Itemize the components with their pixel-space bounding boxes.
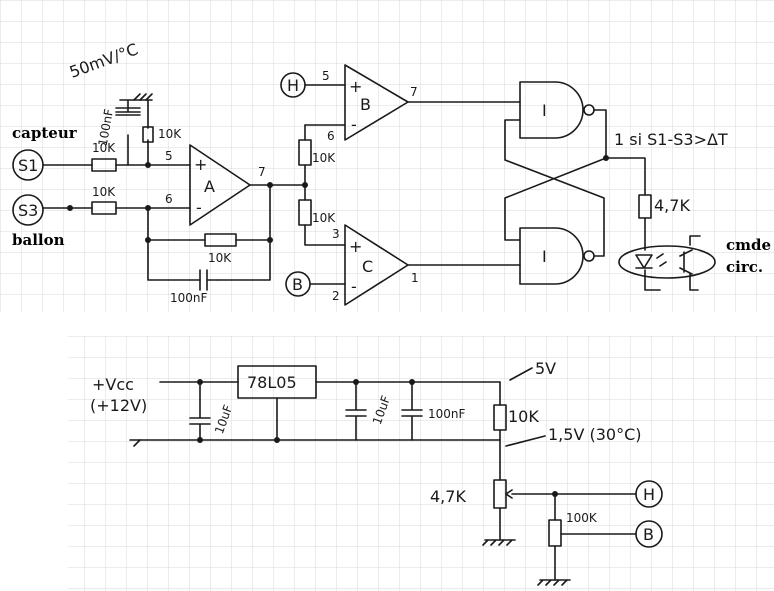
opamp-a-name: A [204,177,215,196]
opamp-c-minus: - [351,277,357,296]
graph-paper-top [0,0,774,312]
opamp-a-pin-plus: 5 [165,149,173,163]
condition-note: 1 si S1-S3>ΔT [614,130,728,149]
opamp-c-plus: + [349,237,362,256]
nand-gate-2-label: I [542,247,547,266]
resistor-feedback [204,233,237,247]
resistor-s3-label: 10K [92,185,116,199]
label-15v: 1,5V (30°C) [548,425,642,444]
capteur-label: capteur [12,124,78,142]
potentiometer-label: 4,7K [430,487,466,506]
resistor-led-label: 4,7K [654,196,690,215]
opamp-a-pin-out: 7 [258,165,266,179]
opamp-a-plus: + [194,155,207,174]
cap-reg-out2-label: 100nF [428,407,466,421]
resistor-divider-1 [298,139,312,166]
resistor-divider-1-label: 10K [312,151,336,165]
resistor-bias-label: 100K [566,511,598,525]
opamp-c-name: C [362,257,373,276]
opamp-b-name: B [360,95,371,114]
node-b-bottom: B [635,520,663,548]
resistor-s1 [91,158,117,172]
opamp-c-pin-plus: 3 [332,227,340,241]
opamp-b-pin-plus: 5 [322,69,330,83]
resistor-divider-2 [298,199,312,226]
node-b-bottom-label: B [643,525,654,544]
label-5v: 5V [535,359,556,378]
opamp-b-pin-minus: 6 [327,129,335,143]
cmde-label: cmde [726,236,771,254]
opamp-a-pin-minus: 6 [165,192,173,206]
sensor-s3-node: S3 [12,194,44,226]
resistor-bias [548,519,562,547]
graph-paper-bottom [68,336,774,591]
nand-gate-1-label: I [542,101,547,120]
resistor-feedback-label: 10K [208,251,232,265]
resistor-divider-2-label: 10K [312,211,336,225]
node-h-bottom-label: H [643,485,655,504]
node-h-bottom: H [635,480,663,508]
opamp-a-minus: - [196,198,202,217]
opamp-b-minus: - [351,115,357,134]
supply-label: +Vcc [92,375,134,394]
resistor-input [142,126,154,143]
opamp-b-plus: + [349,77,362,96]
opamp-c-pin-out: 1 [411,271,419,285]
opamp-b-pin-out: 7 [410,85,418,99]
circ-label: circ. [726,258,763,276]
cap-input-label: 100nF [96,108,116,147]
resistor-top-label: 10K [508,407,539,426]
supply-voltage-label: (+12V) [90,396,147,415]
resistor-top [493,404,507,431]
opamp-a: A + - 5 6 7 [165,144,266,226]
resistor-s3 [91,201,117,215]
sensor-s3-label: S3 [18,201,38,220]
regulator-label: 78L05 [247,373,297,392]
cap-feedback-label: 100nF [170,291,208,305]
resistor-led [638,194,652,219]
sensor-s1-label: S1 [18,156,38,175]
node-b-top-label: B [292,275,303,294]
optocoupler [618,235,716,291]
ballon-label: ballon [12,231,65,249]
node-h-top-label: H [287,76,299,95]
resistor-s1-label: 10K [92,141,116,155]
opamp-c: C + - 3 2 1 [332,224,419,306]
resistor-input-label: 10K [158,127,182,141]
opamp-b: B + - 5 6 7 [322,64,418,143]
opamp-c-pin-minus: 2 [332,289,340,303]
